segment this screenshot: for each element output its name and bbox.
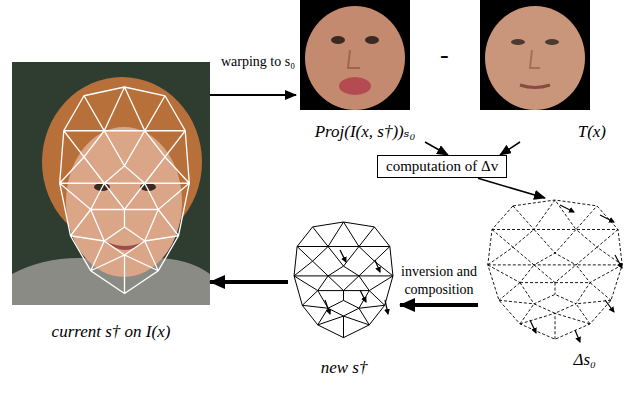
image-node: Proj(I(x, s†))ₛ₀ [296, 0, 434, 142]
mesh-node: new s† [288, 218, 400, 378]
arrow-connector [210, 280, 288, 284]
edge-label-box: warping to s₀ [220, 52, 296, 70]
node-label: computation of Δv [386, 158, 498, 175]
node-label: current s† on I(x) [52, 322, 171, 342]
arrow-connector [500, 142, 520, 155]
process-box: computation of Δv [377, 155, 507, 178]
arrow-connector [425, 142, 448, 155]
node-label: new s† [321, 358, 368, 378]
arrow-connector [400, 303, 478, 307]
arrow-connector [478, 178, 545, 198]
edge-label: inversion and composition [401, 264, 477, 297]
template-face [480, 0, 590, 110]
edge-label: warping to s₀ [221, 54, 295, 69]
face-mesh [60, 87, 190, 294]
image-node: T(x) [478, 0, 606, 142]
minus-sign: - [440, 40, 449, 70]
projected-face [300, 0, 410, 110]
photo-node: current s† on I(x) [12, 62, 210, 342]
node-label: Proj(I(x, s†))ₛ₀ [315, 122, 416, 142]
node-label: T(x) [578, 122, 606, 142]
node-label: Δs₀ [573, 350, 596, 370]
operator-label: - [440, 40, 449, 69]
face-photo [12, 62, 210, 305]
mesh-node: Δs₀ [478, 198, 630, 370]
arrow-connector [210, 94, 296, 96]
edge-label-box: inversion and composition [400, 262, 478, 298]
